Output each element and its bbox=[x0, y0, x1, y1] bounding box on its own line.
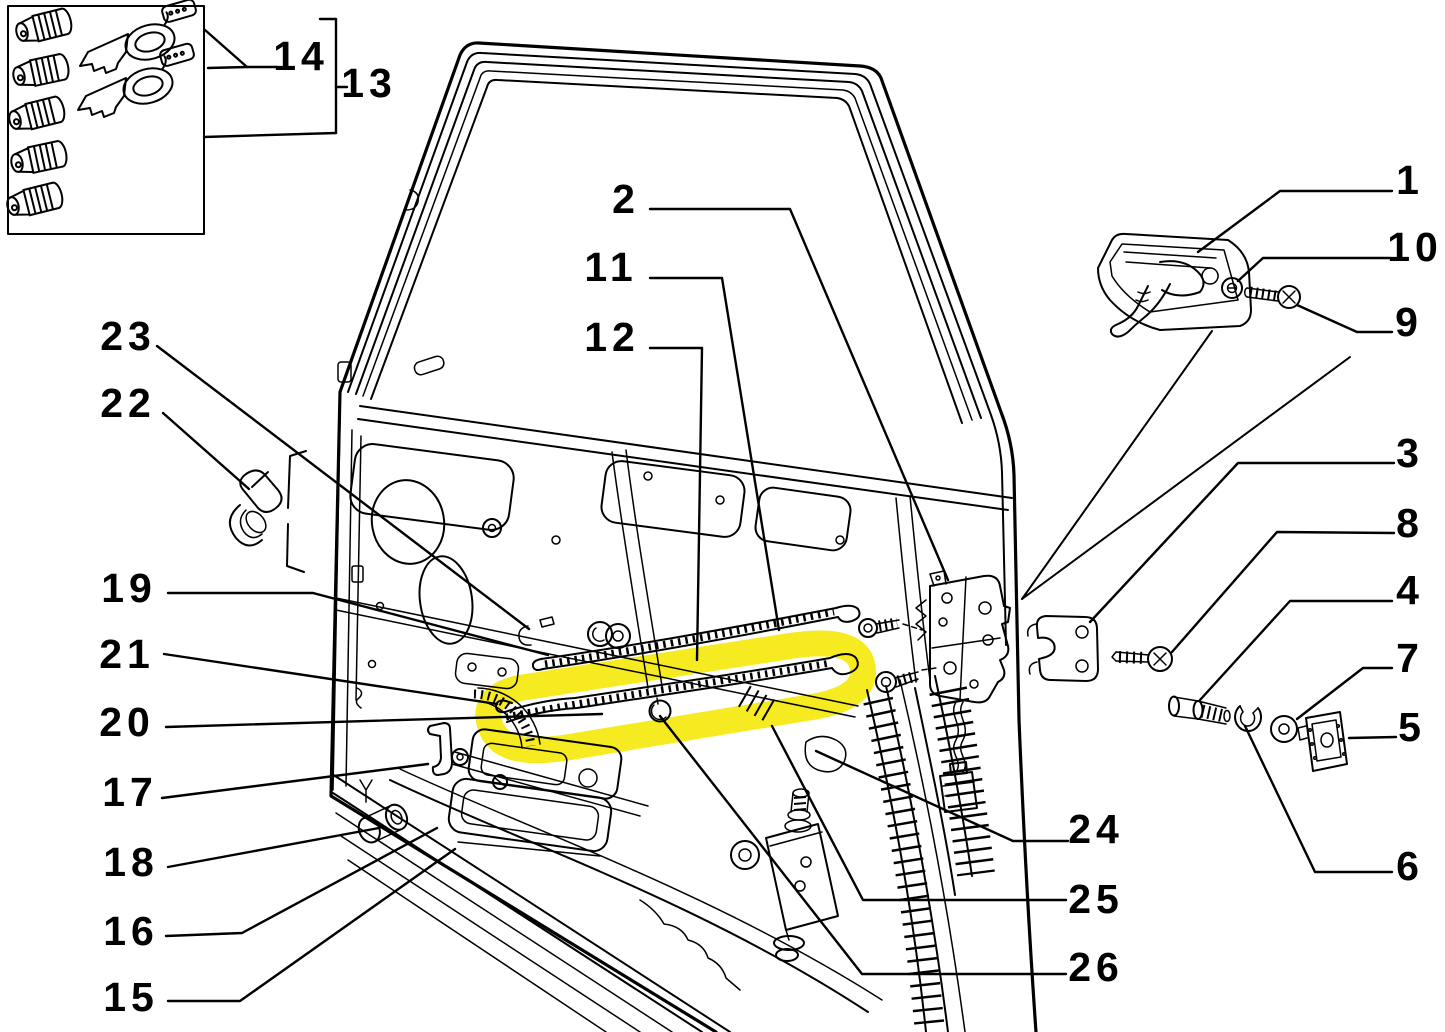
part-label-7: 7 bbox=[1396, 635, 1424, 681]
part-label-6: 6 bbox=[1396, 843, 1424, 889]
part-label-21: 21 bbox=[99, 631, 155, 677]
leader-line-24 bbox=[814, 749, 1070, 843]
leader-line-23 bbox=[155, 344, 531, 631]
leader-line-5 bbox=[1347, 735, 1398, 740]
leader-line-7 bbox=[1295, 666, 1394, 721]
part-label-3: 3 bbox=[1396, 430, 1424, 476]
part-label-1: 1 bbox=[1396, 157, 1424, 203]
part-label-12: 12 bbox=[584, 314, 640, 360]
extra-leader-line-0 bbox=[203, 28, 249, 69]
part-label-11: 11 bbox=[584, 244, 637, 290]
key-icon bbox=[79, 0, 207, 74]
part-label-16: 16 bbox=[103, 908, 159, 954]
part-label-15: 15 bbox=[103, 974, 159, 1020]
leader-line-6 bbox=[1243, 724, 1394, 874]
extra-leader-line-1 bbox=[206, 65, 249, 70]
leader-line-10 bbox=[1236, 256, 1392, 283]
lock-cylinder-icon bbox=[3, 180, 66, 221]
leader-line-22 bbox=[161, 411, 251, 491]
exterior-handle-drawing bbox=[1021, 232, 1351, 600]
extra-leader-line-3 bbox=[202, 131, 338, 139]
part-label-2: 2 bbox=[612, 176, 640, 222]
part-label-5: 5 bbox=[1398, 704, 1426, 750]
part-label-14: 14 bbox=[273, 33, 329, 79]
leader-line-1 bbox=[1196, 189, 1394, 254]
leader-line-25 bbox=[770, 724, 1068, 902]
leader-line-12 bbox=[648, 346, 704, 662]
central-lock-actuator-drawing bbox=[765, 788, 839, 962]
handle-washer-drawing bbox=[1221, 277, 1243, 299]
part-label-9: 9 bbox=[1395, 299, 1423, 345]
lock-cylinder-icon bbox=[12, 6, 75, 47]
highlight-loop bbox=[475, 630, 876, 764]
flat-washer-drawing bbox=[1270, 715, 1298, 743]
leader-line-18 bbox=[166, 826, 381, 869]
key-icon bbox=[77, 41, 205, 118]
part-label-23: 23 bbox=[100, 313, 156, 359]
part-label-4: 4 bbox=[1396, 567, 1424, 613]
leader-line-19 bbox=[166, 591, 550, 657]
striker-drawing bbox=[1026, 615, 1099, 682]
part-label-13: 13 bbox=[341, 60, 397, 106]
spring-washer-drawing bbox=[1234, 705, 1263, 732]
leader-line-11 bbox=[648, 276, 781, 632]
leader-line-9 bbox=[1295, 303, 1394, 334]
lock-cylinder-icon bbox=[5, 94, 68, 135]
part-label-18: 18 bbox=[103, 839, 159, 885]
part-label-8: 8 bbox=[1396, 500, 1424, 546]
leader-line-21 bbox=[162, 652, 499, 706]
leader-line-8 bbox=[1170, 530, 1396, 654]
lock-cylinder-set-box bbox=[3, 0, 207, 235]
part-label-22: 22 bbox=[100, 380, 156, 426]
leader-line-17 bbox=[160, 762, 430, 800]
clip-nut-drawing bbox=[1297, 711, 1348, 772]
leader-line-15 bbox=[166, 847, 457, 1003]
striker-screw-drawing bbox=[1111, 646, 1173, 672]
part-label-20: 20 bbox=[99, 699, 155, 745]
leader-line-20 bbox=[164, 712, 604, 729]
door-clip-drawing bbox=[229, 469, 283, 547]
leader-line-2 bbox=[648, 207, 950, 582]
part-label-24: 24 bbox=[1068, 806, 1124, 852]
handle-screw-drawing bbox=[1244, 285, 1301, 309]
leader-line-16 bbox=[164, 826, 439, 938]
leader-line-3 bbox=[1088, 461, 1396, 624]
position-bracket-drawing bbox=[286, 450, 307, 573]
lock-cylinder-icon bbox=[7, 138, 70, 178]
extra-leader-line-2 bbox=[318, 17, 338, 135]
lock-cylinder-icon bbox=[9, 51, 72, 91]
part-label-10: 10 bbox=[1387, 224, 1443, 270]
callout-layer: 1234567891011121314151617181920212223242… bbox=[99, 17, 1443, 1020]
leader-line-4 bbox=[1198, 599, 1394, 702]
leader-line-26 bbox=[658, 714, 1068, 976]
door-lock-drawing bbox=[858, 570, 1011, 813]
part-label-25: 25 bbox=[1068, 876, 1124, 922]
part-label-19: 19 bbox=[101, 565, 157, 611]
stud-bolt-drawing bbox=[1168, 695, 1231, 725]
part-label-17: 17 bbox=[102, 769, 158, 815]
part-label-26: 26 bbox=[1068, 944, 1124, 990]
